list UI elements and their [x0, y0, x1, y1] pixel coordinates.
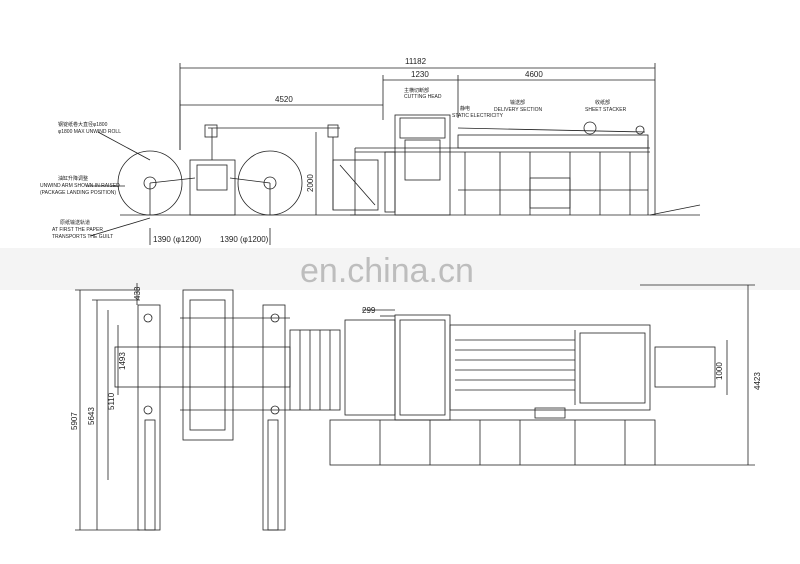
dim-5643: 5643: [87, 407, 96, 425]
dim-299: 299: [362, 306, 376, 315]
plan-view: [75, 283, 755, 531]
dim-5907: 5907: [70, 412, 79, 430]
dim-unwind-section: 4520: [275, 95, 293, 104]
dim-total-length: 11182: [405, 57, 427, 66]
blur-band: [0, 248, 800, 290]
label-delivery-cn: 输送部: [510, 99, 525, 106]
label-stacker-en: SHEET STACKER: [585, 107, 627, 113]
dim-5110: 5110: [107, 392, 116, 410]
dim-4423: 4423: [753, 372, 762, 390]
dim-cutting-section: 1230: [411, 70, 429, 79]
label-roll-cn: 钢锭纸卷大直径φ1800: [58, 121, 108, 128]
dim-roll-left: 1390 (φ1200): [153, 235, 202, 244]
annotation-labels: 钢锭纸卷大直径φ1800 φ1800 MAX UNWIND ROLL 油缸升降调…: [40, 87, 627, 240]
dim-delivery-section: 4600: [525, 70, 543, 79]
label-transport-en1: AT FIRST THE PAPER: [52, 227, 103, 233]
dim-height: 2000: [306, 174, 315, 192]
label-cutting-cn: 主横切断部: [404, 87, 429, 94]
label-transport-en2: TRANSPORTS THE GUILT: [52, 234, 113, 240]
label-delivery-en: DELIVERY SECTION: [494, 107, 543, 113]
label-static-en: STATIC ELECTRICITY: [452, 113, 504, 119]
label-static-cn: 静电: [460, 105, 470, 112]
dim-roll-right: 1390 (φ1200): [220, 235, 269, 244]
label-cutting-en: CUTTING HEAD: [404, 94, 442, 100]
label-arm-cn: 油缸升降调整: [58, 175, 88, 182]
dim-433: 433: [133, 286, 142, 300]
watermark: en.china.cn: [300, 252, 474, 290]
label-arm-en1: UNWIND ARM SHOWN IN RAISED: [40, 183, 120, 189]
label-roll-en: φ1800 MAX UNWIND ROLL: [58, 129, 121, 135]
dim-1493: 1493: [118, 352, 127, 370]
unwind-stand-side: [117, 124, 380, 216]
top-dimension-lines: [179, 63, 656, 215]
label-arm-en2: (PACKAGE LANDING POSITION): [40, 190, 116, 196]
label-transport-cn: 原纸输送轨道: [60, 219, 90, 226]
dim-1000: 1000: [715, 362, 724, 380]
label-stacker-cn: 收纸部: [595, 99, 610, 106]
cutter-delivery-side: [350, 114, 701, 216]
